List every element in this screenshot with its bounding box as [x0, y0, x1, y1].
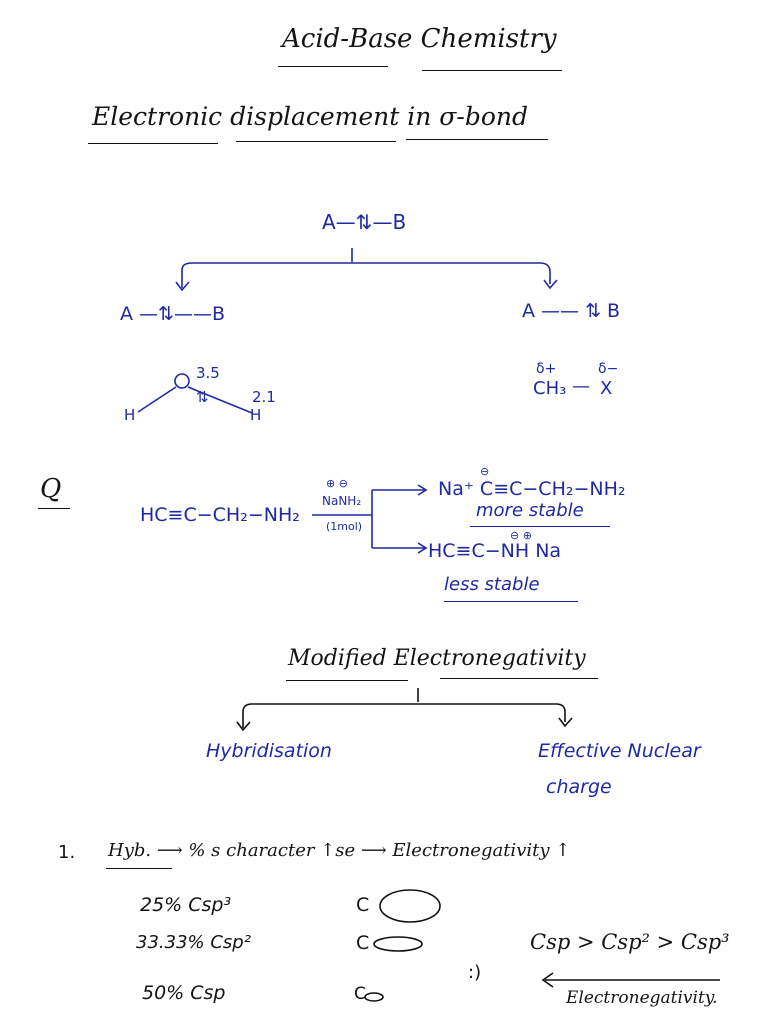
- water-en-h: 2.1: [252, 388, 276, 406]
- product2-note-underline: [444, 601, 578, 602]
- reagent-bottom: (1mol): [326, 520, 363, 533]
- question-mark: Q: [40, 474, 62, 504]
- heading-underline: [88, 143, 218, 144]
- section2-underline: [286, 680, 408, 681]
- product2: HC≡C−NH Na: [428, 540, 562, 562]
- point-underline: [106, 868, 172, 869]
- reagent-charges: ⊕ ⊖: [326, 477, 348, 490]
- water-h-left: H: [124, 406, 136, 424]
- row-sp2-shape: C: [356, 932, 370, 954]
- row-sp-shape: C: [354, 984, 366, 1004]
- product1: Na⁺ C≡C−CH₂−NH₂: [438, 478, 626, 500]
- bond-homolytic: A —⇅——B: [120, 303, 225, 325]
- bond-heterolytic: A —— ⇅ B: [522, 300, 621, 322]
- delta-plus: δ+: [536, 361, 557, 377]
- branch-charge: charge: [546, 776, 612, 798]
- section2-underline-2: [440, 678, 598, 679]
- point-text: Hyb. ⟶ % s character ↑se ⟶ Electronegati…: [108, 840, 571, 861]
- reagent-top: NaNH₂: [322, 494, 362, 508]
- row-sp2-label: 33.33% Csp²: [136, 932, 251, 953]
- dipole-bond: —: [572, 376, 590, 397]
- dipole-x: X: [600, 378, 613, 399]
- product2-note: less stable: [444, 574, 540, 595]
- water-en-o: 3.5: [196, 364, 220, 382]
- question-underline: [38, 508, 70, 509]
- heading-underline-3: [406, 139, 548, 140]
- order-text: Csp > Csp² > Csp³: [530, 930, 730, 954]
- row-sp-label: 50% Csp: [142, 982, 226, 1004]
- section2-heading: Modified Electronegativity: [288, 646, 586, 671]
- point-number: 1.: [58, 842, 76, 863]
- reactant: HC≡C−CH₂−NH₂: [140, 504, 300, 526]
- section-heading: Electronic displacement in σ-bond: [92, 102, 528, 131]
- branch-effective-nuclear: Effective Nuclear: [538, 740, 701, 762]
- dipole-ch3: CH₃: [533, 378, 567, 399]
- branch-hybridisation: Hybridisation: [206, 740, 332, 762]
- title-underline-2: [422, 70, 562, 71]
- row-sp3-shape: C: [356, 894, 370, 916]
- product1-charge: ⊖: [480, 465, 490, 478]
- implies-symbol: :): [468, 962, 482, 983]
- product2-charges: ⊖ ⊕: [510, 529, 532, 542]
- product1-note: more stable: [476, 500, 584, 521]
- delta-minus: δ−: [598, 361, 619, 377]
- water-pair: ⇅: [196, 388, 209, 406]
- water-h-right: H: [250, 406, 262, 424]
- product1-note-underline: [470, 526, 610, 527]
- title-underline: [278, 66, 388, 67]
- heading-underline-2: [236, 141, 396, 142]
- order-arrow-label: Electronegativity.: [566, 988, 718, 1008]
- bond-top: A—⇅—B: [322, 210, 407, 234]
- page-title: Acid-Base Chemistry: [282, 24, 557, 54]
- row-sp3-label: 25% Csp³: [140, 894, 232, 916]
